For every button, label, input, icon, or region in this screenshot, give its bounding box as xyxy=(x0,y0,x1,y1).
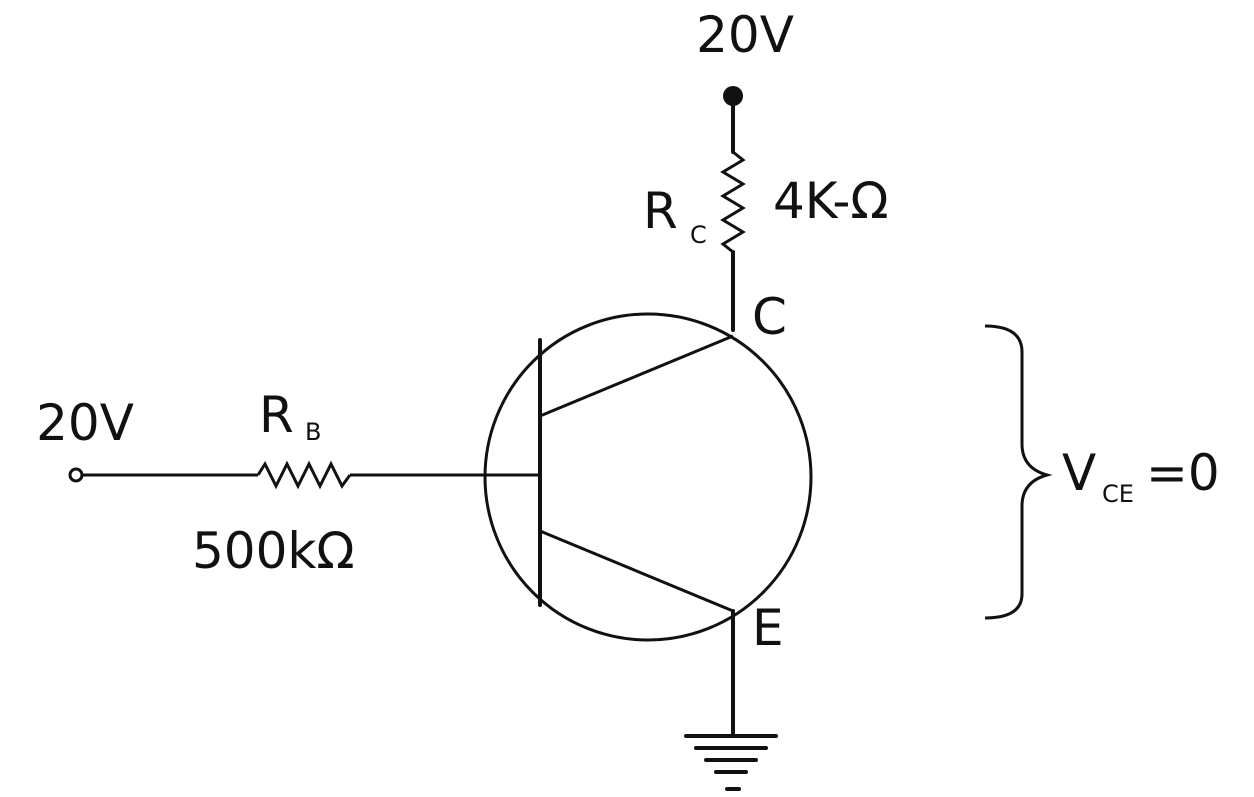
vce-subscript: CE xyxy=(1102,480,1134,508)
base-supply-label: 20V xyxy=(36,394,134,452)
base-resistor-rb xyxy=(256,460,352,490)
ground-icon xyxy=(684,734,778,791)
transistor-emitter-lead xyxy=(539,529,734,613)
emitter-label: E xyxy=(752,599,784,657)
rb-subscript: B xyxy=(305,418,321,446)
vce-value: =0 xyxy=(1146,444,1220,502)
rb-value: 500kΩ xyxy=(192,522,355,580)
base-input-terminal xyxy=(68,467,84,483)
rb-label: R xyxy=(259,386,294,444)
vce-label: V xyxy=(1062,444,1096,502)
vce-brace xyxy=(984,324,1053,620)
rc-value: 4K-Ω xyxy=(773,172,889,230)
transistor-collector-lead xyxy=(539,334,734,418)
collector-label: C xyxy=(752,288,787,346)
rc-subscript: C xyxy=(690,221,707,249)
collector-resistor-rc xyxy=(720,150,746,254)
rc-label: R xyxy=(643,182,678,240)
transistor-envelope xyxy=(483,312,813,642)
top-supply-label: 20V xyxy=(696,6,794,64)
